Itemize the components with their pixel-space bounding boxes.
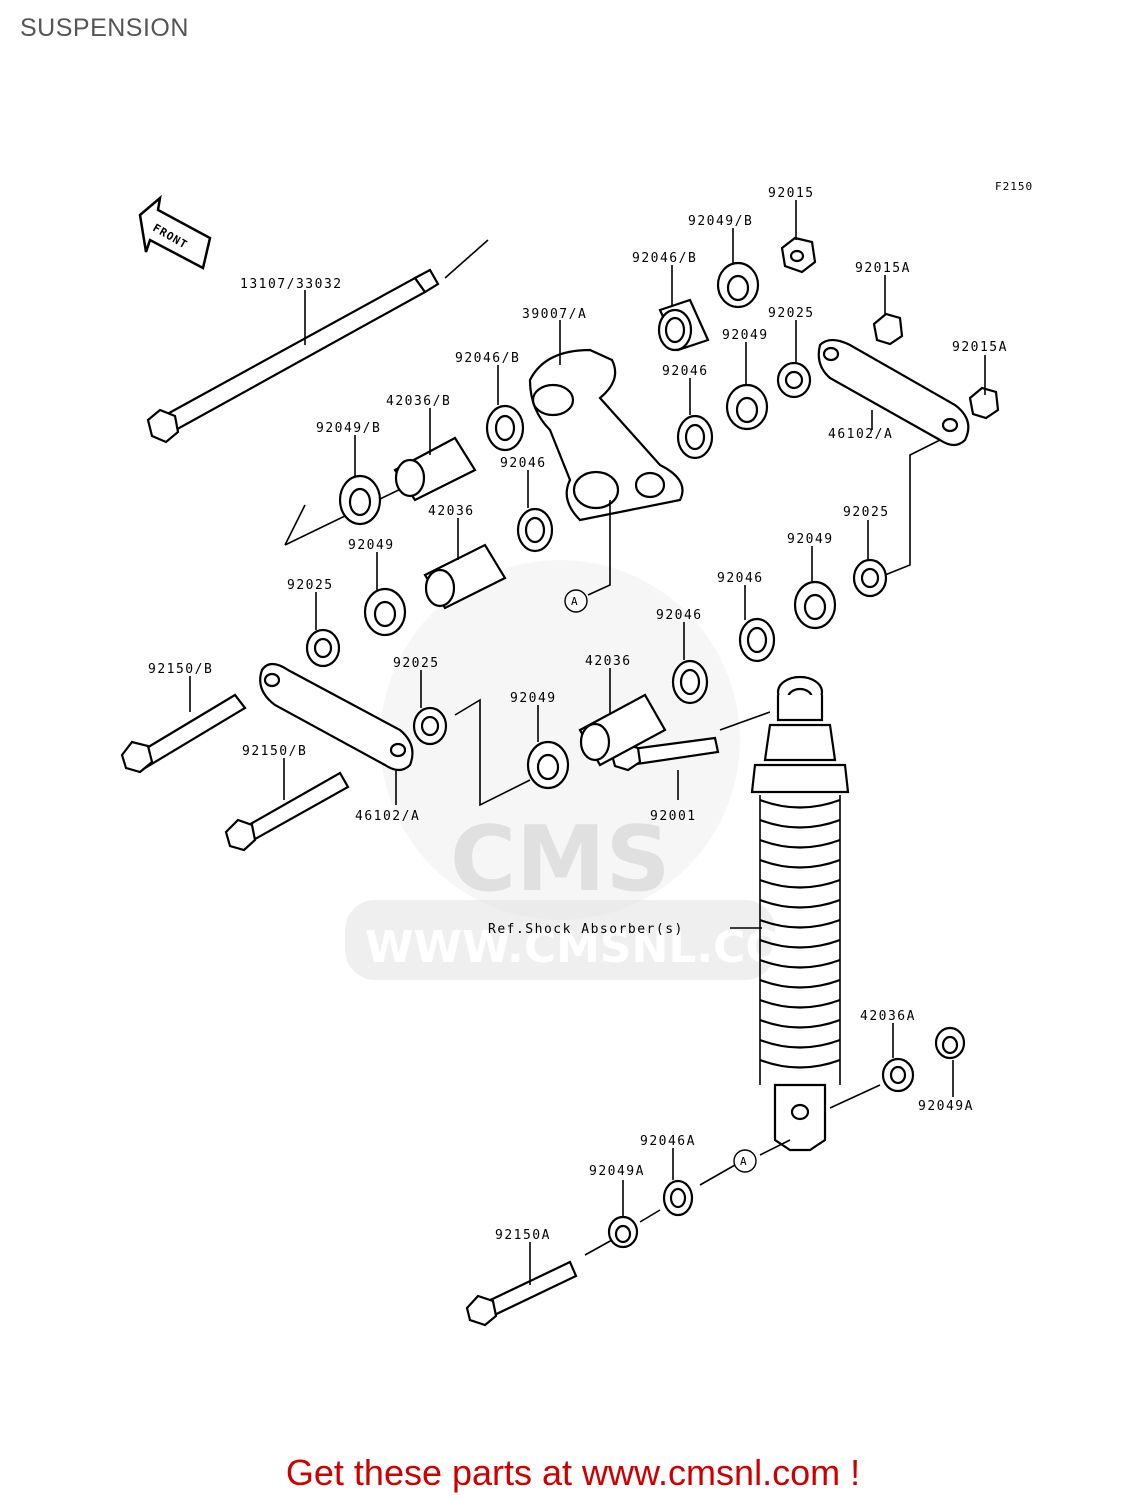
callout-92015a-upper: 92015A [855, 261, 911, 276]
washer-92049-upper [725, 383, 769, 431]
washer-92025-right [852, 558, 888, 598]
bolt-92150b-upper [120, 693, 247, 774]
callout-92046b-left: 92046/B [455, 351, 520, 366]
callout-46102a-lower: 46102/A [355, 809, 420, 824]
callout-92150a: 92150A [495, 1228, 551, 1243]
nut-92015a-upper [872, 312, 904, 346]
bearing-92046b-upper [657, 298, 710, 352]
callout-92150b-upper: 92150/B [148, 662, 213, 677]
nut-92015a-right [968, 386, 1000, 420]
callout-92049b-upper: 92049/B [688, 214, 753, 229]
watermark-logo-text: CMS [450, 807, 670, 912]
callout-92049a-left: 92049A [589, 1164, 645, 1179]
bearing-92046-upper [676, 414, 714, 460]
callout-92150b-lower: 92150/B [242, 744, 307, 759]
callout-92046-right: 92046 [717, 571, 764, 586]
callout-92046-upper: 92046 [662, 364, 709, 379]
callout-92049-left: 92049 [348, 538, 395, 553]
washer-92049a-left [584, 1209, 661, 1256]
callout-92001: 92001 [650, 809, 697, 824]
watermark: CMS WWW.CMSNL.COM [345, 560, 827, 980]
collar-42036-lower [578, 693, 667, 767]
callout-92025-upper: 92025 [768, 306, 815, 321]
callout-92015: 92015 [768, 186, 815, 201]
bolt-92150b-lower [224, 771, 350, 852]
callout-92049-lower: 92049 [510, 691, 557, 706]
washer-92049-lower [526, 740, 570, 790]
bearing-92046b-left [485, 404, 525, 452]
callout-39007a: 39007/A [522, 307, 587, 322]
callout-ref-shock-absorber: Ref.Shock Absorber(s) [488, 922, 684, 937]
ref-marker-a-upper-label: A [571, 595, 579, 608]
bearing-92046a [662, 1139, 791, 1217]
front-arrow-icon: FRONT [138, 194, 212, 270]
callout-labels: 92015 92049/B 92046/B 92015A 39007/A 920… [148, 186, 1008, 1243]
callout-42036-lower: 42036 [585, 654, 632, 669]
callout-92049b-left: 92049/B [316, 421, 381, 436]
collar-42036a [829, 1057, 915, 1109]
callout-92046b-upper: 92046/B [632, 251, 697, 266]
callout-92046-mid: 92046 [500, 456, 547, 471]
link-arm-39007 [528, 348, 684, 522]
washer-92049-right [793, 580, 837, 630]
washer-92049b-left [338, 474, 382, 526]
leader-lines [189, 200, 986, 1285]
washer-92025-left [305, 628, 341, 668]
callout-46102a-upper: 46102/A [828, 427, 893, 442]
footer-cta-link[interactable]: Get these parts at www.cmsnl.com ! [285, 1452, 861, 1493]
bearing-92046-lower [671, 659, 709, 705]
callout-92046-lower: 92046 [656, 608, 703, 623]
callout-92025-right: 92025 [843, 505, 890, 520]
bolt-92150a [465, 1260, 578, 1327]
ref-marker-a-upper: A [564, 500, 611, 613]
callout-42036-upper: 42036 [428, 504, 475, 519]
callout-92025-left: 92025 [287, 578, 334, 593]
callout-42036a: 42036A [860, 1009, 916, 1024]
tie-rod-upper [817, 338, 970, 576]
tie-rod-lower [259, 662, 414, 772]
callout-92025-lower: 92025 [393, 656, 440, 671]
collar-42036b [393, 436, 477, 502]
washer-92049a-right [934, 1026, 966, 1060]
ref-marker-a-lower: A [733, 1149, 757, 1173]
callout-92049a-right: 92049A [918, 1099, 974, 1114]
callout-92015a-right: 92015A [952, 340, 1008, 355]
washer-92025-lower [412, 698, 531, 807]
callout-13107-33032: 13107/33032 [240, 277, 343, 292]
washer-92025-upper [776, 361, 812, 399]
bearing-92046-right [738, 617, 776, 663]
ref-marker-a-lower-label: A [740, 1155, 748, 1168]
figure-code: F2150 [995, 180, 1033, 193]
callout-92046a: 92046A [640, 1134, 696, 1149]
washer-92049-left [363, 587, 407, 637]
watermark-url-text: WWW.CMSNL.COM [365, 922, 827, 973]
page-title: SUSPENSION [20, 14, 189, 42]
callout-92049-right: 92049 [787, 532, 834, 547]
callout-92049-upper: 92049 [722, 328, 769, 343]
nut-92015 [780, 236, 817, 274]
collar-42036-upper [423, 543, 507, 610]
washer-92049b-upper [716, 261, 760, 309]
shock-absorber [750, 675, 850, 1152]
bearing-92046-mid [516, 507, 554, 553]
callout-42036b: 42036/B [386, 394, 451, 409]
